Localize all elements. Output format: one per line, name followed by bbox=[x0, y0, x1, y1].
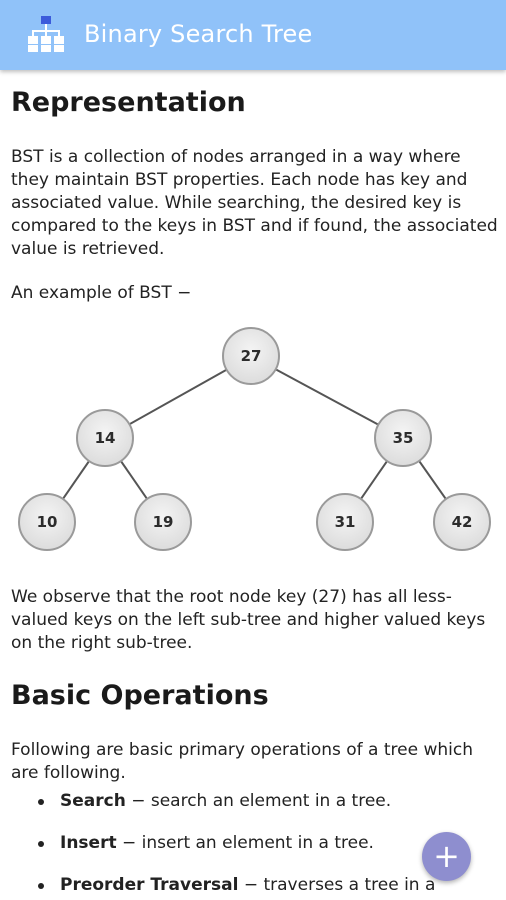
node-label: 31 bbox=[335, 513, 356, 531]
tree-node-10 bbox=[18, 493, 76, 551]
bst-diagram: 27 14 35 10 19 31 42 bbox=[18, 327, 491, 551]
root-observation: We observe that the root node key (27) h… bbox=[11, 587, 486, 653]
operations-list: Search − search an element in a tree. In… bbox=[0, 790, 500, 900]
tree-node-35 bbox=[374, 409, 432, 467]
node-label: 35 bbox=[393, 429, 414, 447]
hierarchy-icon bbox=[28, 16, 64, 52]
tree-node-31 bbox=[316, 493, 374, 551]
app-bar: Binary Search Tree bbox=[0, 0, 506, 70]
node-label: 14 bbox=[95, 429, 116, 447]
add-fab-button[interactable]: + bbox=[422, 832, 471, 881]
list-item: Insert − insert an element in a tree. bbox=[30, 832, 500, 855]
operation-desc: − search an element in a tree. bbox=[125, 791, 392, 811]
operation-term: Preorder Traversal bbox=[60, 875, 239, 895]
node-label: 42 bbox=[452, 513, 473, 531]
operation-term: Insert bbox=[60, 833, 117, 853]
example-caption: An example of BST − bbox=[11, 283, 192, 303]
operation-desc: − traverses a tree in a preorder manner. bbox=[60, 875, 436, 900]
node-label: 19 bbox=[153, 513, 174, 531]
tree-node-14 bbox=[76, 409, 134, 467]
operations-intro: Following are basic primary operations o… bbox=[11, 740, 474, 783]
list-item: Preorder Traversal − traverses a tree in… bbox=[30, 874, 500, 900]
bst-description: BST is a collection of nodes arranged in… bbox=[11, 147, 498, 259]
article-content: Representation BST is a collection of no… bbox=[0, 70, 506, 900]
operation-term: Search bbox=[60, 791, 126, 811]
node-label: 27 bbox=[241, 347, 262, 365]
tree-node-19 bbox=[134, 493, 192, 551]
app-title: Binary Search Tree bbox=[84, 20, 313, 48]
list-item: Search − search an element in a tree. bbox=[30, 790, 500, 813]
node-label: 10 bbox=[37, 513, 58, 531]
tree-node-42 bbox=[433, 493, 491, 551]
tree-node-27 bbox=[222, 327, 280, 385]
operation-desc: − insert an element in a tree. bbox=[116, 833, 374, 853]
representation-heading: Representation bbox=[11, 87, 246, 118]
basic-operations-heading: Basic Operations bbox=[11, 680, 269, 711]
plus-icon: + bbox=[433, 837, 460, 875]
